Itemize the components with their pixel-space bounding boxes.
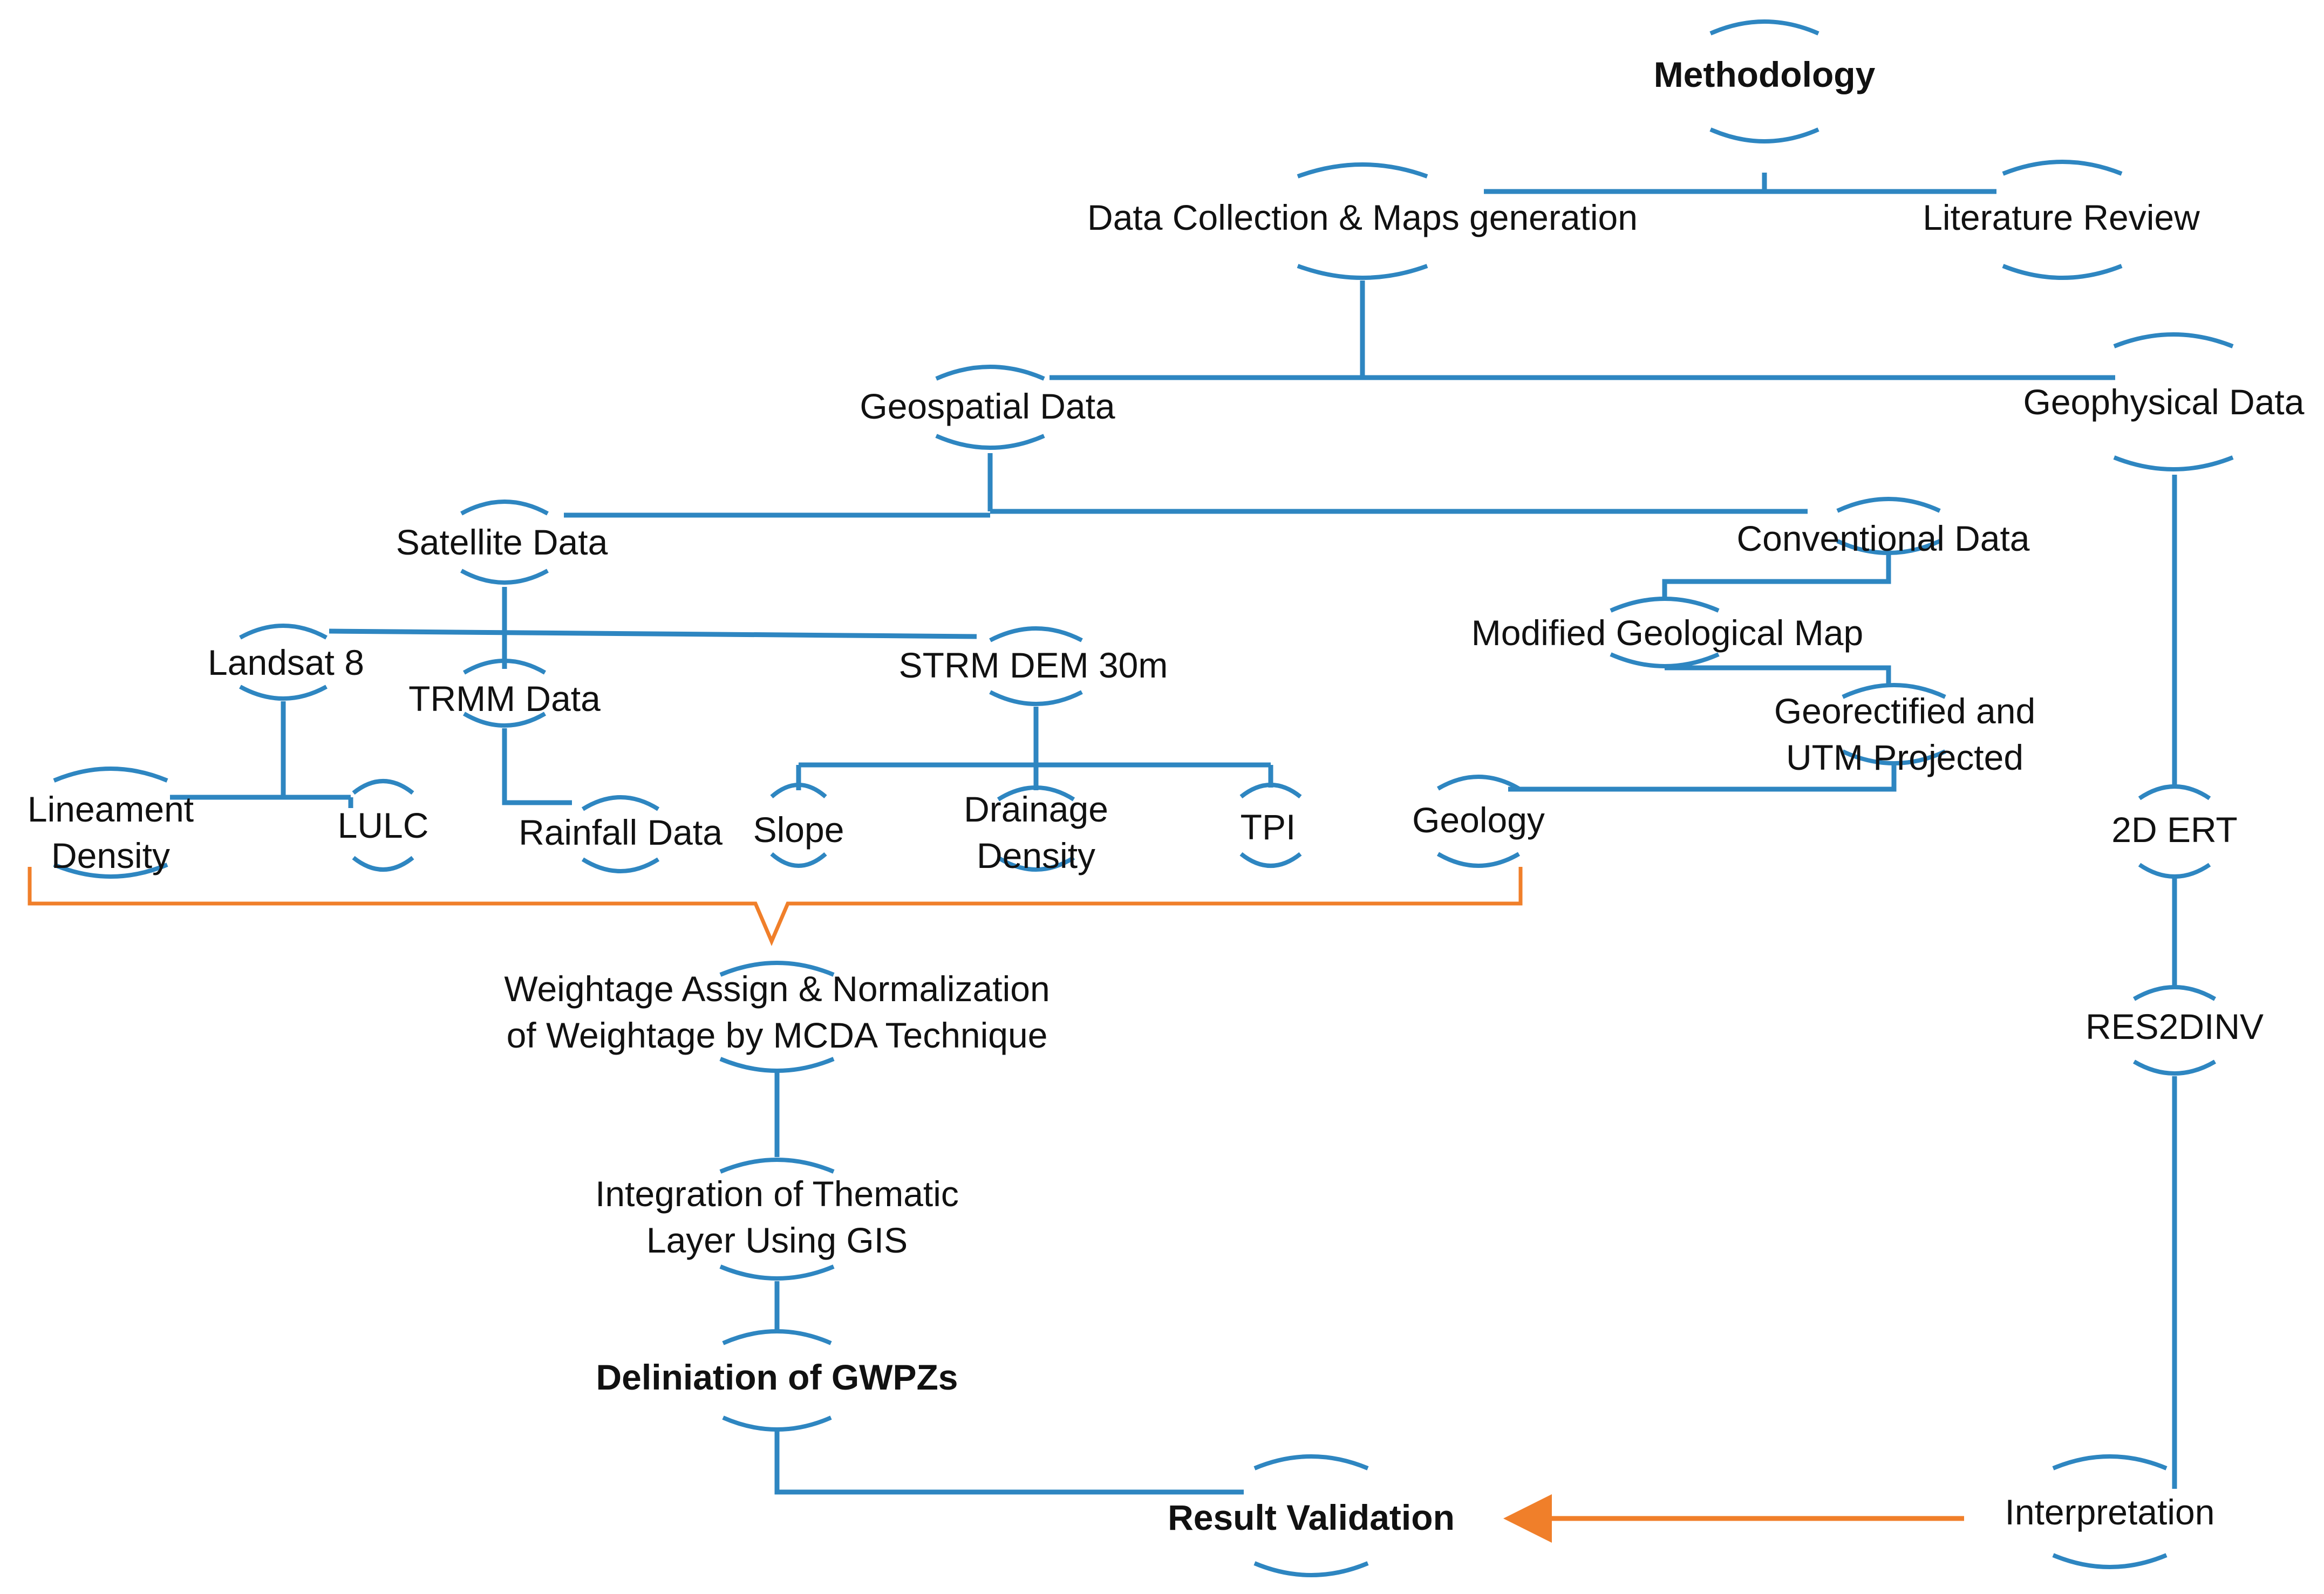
- edge-satellite-branch: [329, 628, 977, 639]
- node-label: Interpretation: [2005, 1492, 2215, 1532]
- edge-modified-georectified: [1665, 665, 1891, 685]
- node-interpretation-arcs: [2052, 1454, 2168, 1569]
- node-label: Literature Review: [1923, 197, 2200, 237]
- node-weightage-arcs: [719, 961, 835, 1073]
- node-label: of Weightage by MCDA Technique: [506, 1015, 1048, 1055]
- node-label: Conventional Data: [1736, 518, 2030, 558]
- node-landsat-arcs: [239, 624, 328, 701]
- node-methodology: Methodology: [1532, 51, 1996, 98]
- node-label: Geophysical Data: [2023, 382, 2305, 422]
- node-weightage: Weightage Assign & Normalization of Weig…: [432, 966, 1122, 1058]
- node-label: Layer Using GIS: [646, 1220, 908, 1260]
- node-geophysical: Geophysical Data: [1975, 379, 2324, 425]
- node-label: Geospatial Data: [860, 386, 1115, 426]
- edge-georectified-geology: [1508, 765, 1897, 792]
- node-integration-arcs: [719, 1158, 835, 1281]
- node-label: TRMM Data: [408, 679, 601, 719]
- node-label: Result Validation: [1168, 1497, 1455, 1537]
- node-tpi-arcs: [1239, 783, 1302, 868]
- node-drainage-arcs: [997, 785, 1075, 872]
- node-drainage: Drainage Density: [928, 786, 1144, 879]
- node-conventional: Conventional Data: [1673, 515, 2094, 562]
- node-lineament-arcs: [53, 767, 168, 879]
- node-label: Drainage: [964, 789, 1108, 829]
- node-res2dinv-arcs: [2132, 985, 2217, 1076]
- node-delineation-arcs: [722, 1329, 832, 1432]
- node-label: Modified Geological Map: [1471, 613, 1864, 653]
- node-geospatial-arcs: [935, 365, 1045, 450]
- node-delineation: Deliniation of GWPZs: [534, 1354, 1020, 1400]
- node-label: UTM Projected: [1785, 737, 2024, 777]
- node-label: Georectified and: [1774, 691, 2036, 731]
- node-geology: Geology: [1387, 797, 1570, 843]
- node-label: Data Collection & Maps generation: [1087, 197, 1638, 237]
- node-2d-ert: 2D ERT: [2094, 806, 2255, 853]
- node-rainfall-arcs: [581, 795, 660, 873]
- node-label: Deliniation of GWPZs: [596, 1357, 958, 1397]
- node-label: Landsat 8: [208, 642, 364, 682]
- node-2d-ert-arcs: [2138, 784, 2211, 879]
- node-georectified-arcs: [1842, 683, 1946, 765]
- node-slope: Slope: [728, 806, 869, 853]
- node-strm-arcs: [989, 626, 1083, 706]
- node-lulc: LULC: [308, 802, 459, 849]
- node-landsat: Landsat 8: [178, 639, 394, 686]
- node-label: Slope: [753, 810, 844, 850]
- node-geology-arcs: [1436, 775, 1521, 868]
- node-res2dinv: RES2DINV: [2067, 1003, 2282, 1050]
- node-label: Weightage Assign & Normalization: [504, 969, 1050, 1009]
- node-lineament: Lineament Density: [3, 786, 219, 879]
- brace-thematic-layers: [28, 867, 1523, 946]
- node-slope-arcs: [770, 783, 827, 868]
- node-conventional-arcs: [1836, 497, 1941, 555]
- node-label: Rainfall Data: [519, 812, 723, 852]
- node-label: TPI: [1240, 807, 1296, 847]
- node-literature-review: Literature Review: [1835, 194, 2288, 241]
- node-result-validation: Result Validation: [1122, 1494, 1500, 1541]
- node-data-collection-arcs: [1297, 162, 1428, 280]
- node-label: Integration of Thematic: [595, 1174, 959, 1214]
- node-geospatial: Geospatial Data: [799, 383, 1176, 429]
- node-label: RES2DINV: [2085, 1007, 2264, 1046]
- node-label: Satellite Data: [396, 522, 608, 562]
- node-trmm-arcs: [462, 659, 547, 728]
- node-rainfall: Rainfall Data: [496, 809, 745, 856]
- node-label: STRM DEM 30m: [898, 645, 1168, 685]
- node-tpi: TPI: [1203, 804, 1333, 850]
- node-trmm: TRMM Data: [389, 675, 621, 722]
- node-data-collection: Data Collection & Maps generation: [971, 194, 1754, 241]
- edge-delineation-validation: [774, 1429, 1244, 1495]
- node-label: Density: [976, 836, 1096, 875]
- node-methodology-arcs: [1709, 19, 1819, 143]
- node-interpretation: Interpretation: [1969, 1489, 2250, 1535]
- node-label: Methodology: [1653, 54, 1876, 94]
- node-literature-review-arcs: [2002, 160, 2123, 280]
- edge-conventional-modified: [1662, 555, 1891, 600]
- node-label: 2D ERT: [2111, 810, 2238, 850]
- node-label: Density: [51, 836, 171, 875]
- node-integration: Integration of Thematic Layer Using GIS: [540, 1171, 1014, 1263]
- node-modified-geological-map: Modified Geological Map: [1425, 610, 1910, 656]
- node-satellite: Satellite Data: [351, 519, 653, 565]
- node-modified-geological-map-arcs: [1610, 597, 1720, 668]
- node-result-validation-arcs: [1253, 1454, 1369, 1577]
- edge-trmm-rainfall: [502, 728, 572, 805]
- node-label: LULC: [337, 805, 429, 845]
- node-geophysical-arcs: [2113, 332, 2234, 471]
- node-label: Geology: [1412, 800, 1545, 840]
- node-strm: STRM DEM 30m: [863, 642, 1203, 688]
- node-georectified: Georectified and UTM Projected: [1694, 688, 2115, 781]
- node-lulc-arcs: [352, 779, 414, 872]
- node-label: Lineament: [27, 789, 194, 829]
- node-satellite-arcs: [460, 500, 549, 585]
